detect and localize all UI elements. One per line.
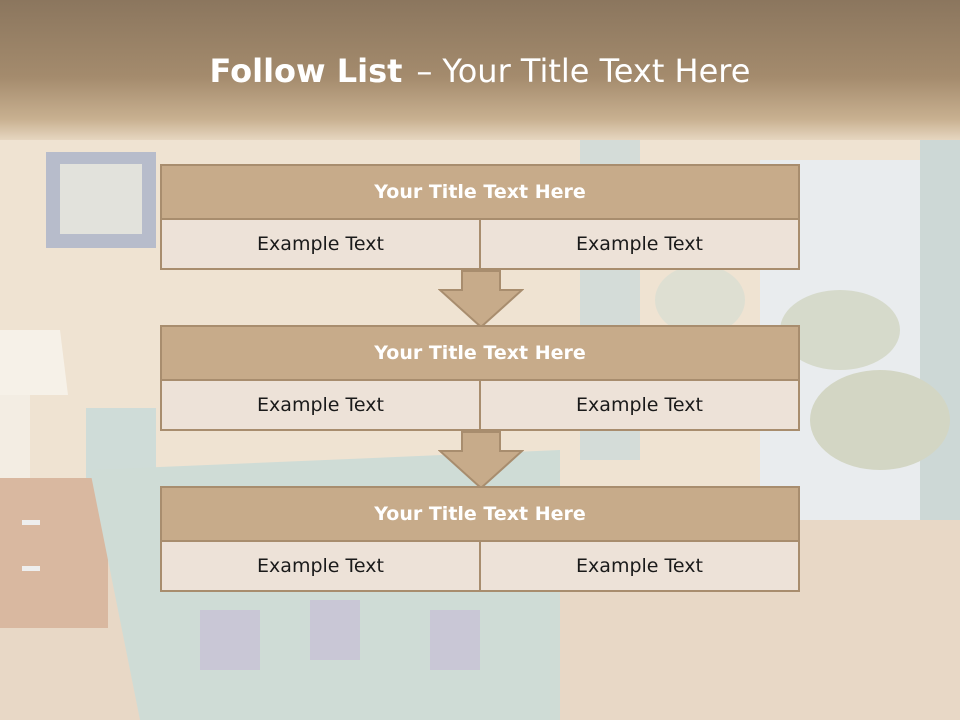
step-cell-right: Example Text: [481, 381, 800, 431]
step-cell-right: Example Text: [481, 220, 800, 270]
slide-title: Follow List–Your Title Text Here: [0, 52, 960, 90]
step-block-3: Your Title Text Here Example Text Exampl…: [160, 486, 800, 592]
step-row: Example Text Example Text: [160, 381, 800, 431]
down-arrow-icon: [438, 431, 524, 489]
down-arrow-icon: [438, 270, 524, 328]
step-title: Your Title Text Here: [160, 325, 800, 381]
step-title: Your Title Text Here: [160, 486, 800, 542]
title-bold: Follow List: [209, 52, 403, 90]
step-title: Your Title Text Here: [160, 164, 800, 220]
title-rest: Your Title Text Here: [442, 52, 751, 90]
title-separator: –: [416, 52, 433, 90]
step-block-2: Your Title Text Here Example Text Exampl…: [160, 325, 800, 431]
step-row: Example Text Example Text: [160, 220, 800, 270]
step-cell-left: Example Text: [160, 542, 481, 592]
step-cell-left: Example Text: [160, 381, 481, 431]
step-cell-right: Example Text: [481, 542, 800, 592]
step-block-1: Your Title Text Here Example Text Exampl…: [160, 164, 800, 270]
header-band: [0, 0, 960, 140]
step-row: Example Text Example Text: [160, 542, 800, 592]
step-cell-left: Example Text: [160, 220, 481, 270]
